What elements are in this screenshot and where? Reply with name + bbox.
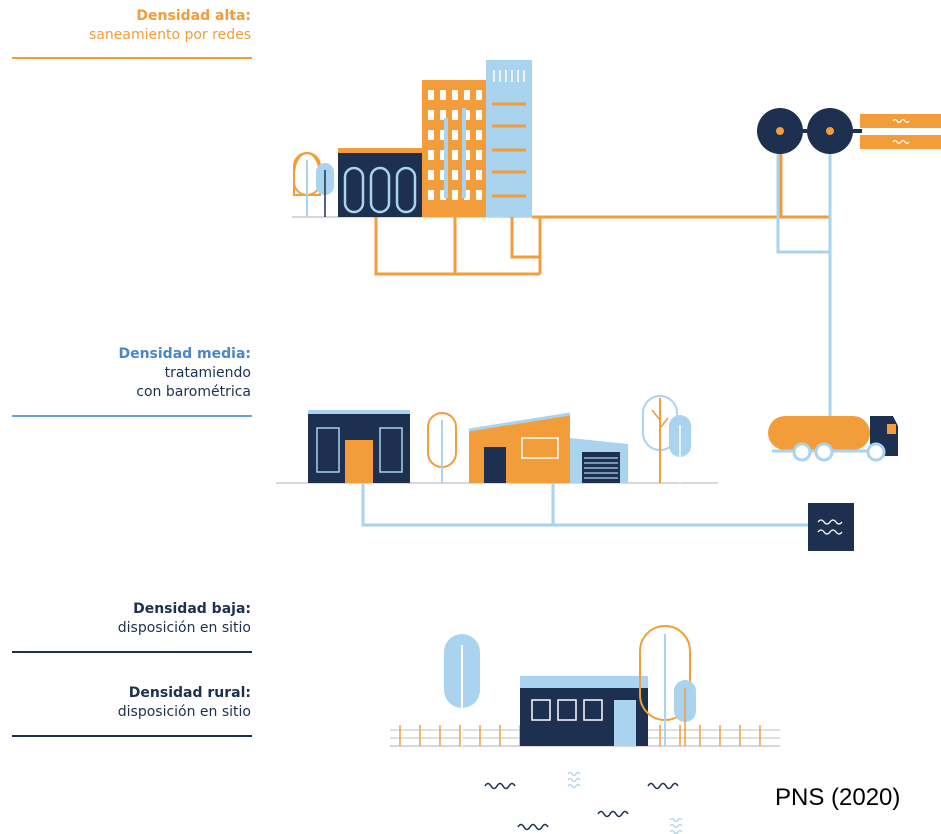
medium-density-houses <box>276 395 898 551</box>
low-density-house <box>390 625 780 834</box>
label-densidad-rural: Densidad rural: disposición en sitio <box>118 684 251 722</box>
garage-icon <box>570 438 628 483</box>
densidad-alta-title: Densidad alta: <box>136 8 251 24</box>
label-densidad-media: Densidad media: tratamiendo con barométr… <box>118 345 251 402</box>
orange-house-icon <box>468 412 571 483</box>
water-treatment-box-icon <box>808 503 854 551</box>
densidad-baja-subtitle: disposición en sitio <box>117 620 251 636</box>
densidad-media-subtitle-1: tratamiendo <box>164 365 251 381</box>
septic-line <box>361 483 808 527</box>
tree-icon <box>674 680 696 746</box>
tree-icon <box>669 415 691 483</box>
orange-tower-icon <box>422 80 486 217</box>
densidad-media-subtitle-2: con barométrica <box>136 384 251 400</box>
tree-icon <box>444 634 480 746</box>
treated-water-line <box>776 135 832 440</box>
tank-truck-icon <box>768 416 898 462</box>
densidad-rural-title: Densidad rural: <box>128 685 251 701</box>
rural-house-icon <box>520 676 648 746</box>
water-waves-icon <box>484 771 683 834</box>
label-densidad-baja: Densidad baja: disposición en sitio <box>118 600 251 638</box>
source-citation: PNS (2020) <box>775 784 901 811</box>
tree-icon <box>427 412 457 483</box>
tree-icon <box>639 625 691 746</box>
navy-house-icon <box>308 410 410 483</box>
divider-alta <box>12 57 252 59</box>
densidad-alta-subtitle: saneamiento por redes <box>89 27 251 43</box>
glass-tower-icon <box>486 60 532 217</box>
circular-tanks-icon <box>757 108 862 154</box>
high-density-city <box>292 60 941 440</box>
divider-baja <box>12 651 252 653</box>
arched-building-icon <box>338 148 422 217</box>
tree-icon <box>316 163 334 217</box>
water-waves-icon <box>860 114 941 149</box>
divider-rural <box>12 735 252 737</box>
divider-media <box>12 415 252 417</box>
densidad-media-title: Densidad media: <box>118 346 251 362</box>
densidad-baja-title: Densidad baja: <box>133 601 251 617</box>
label-densidad-alta: Densidad alta: saneamiento por redes <box>89 7 251 45</box>
densidad-rural-subtitle: disposición en sitio <box>117 704 251 720</box>
